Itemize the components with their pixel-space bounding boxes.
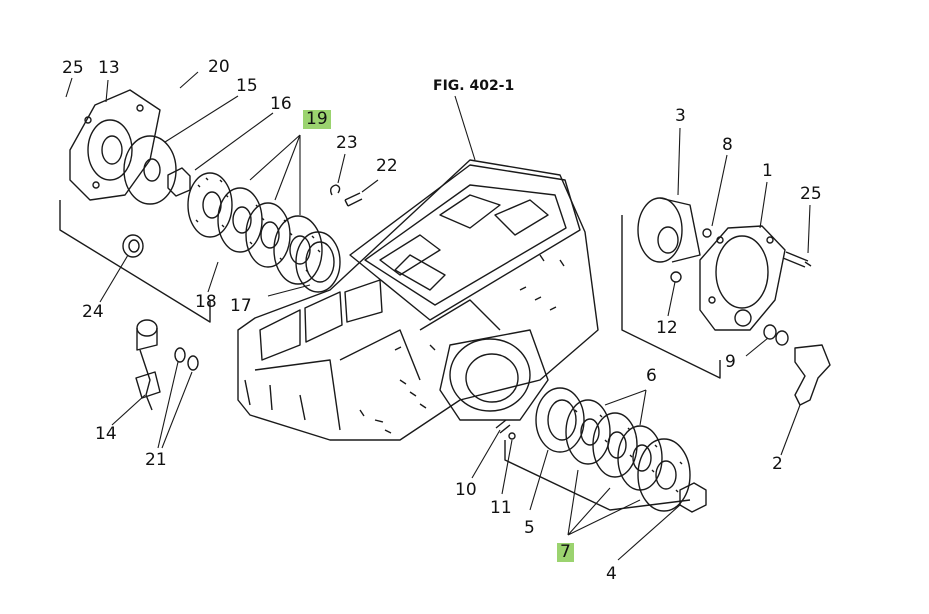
callout-8: 8 bbox=[722, 135, 733, 155]
leader-lines bbox=[65, 71, 811, 561]
callout-19: 19 bbox=[303, 110, 331, 129]
transmission-housing bbox=[237, 159, 599, 441]
callout-21: 21 bbox=[145, 450, 167, 470]
callout-23: 23 bbox=[336, 133, 358, 153]
lever-14-group bbox=[135, 319, 199, 411]
right-cover-group bbox=[621, 197, 831, 406]
callout-20: 20 bbox=[208, 57, 230, 77]
circlip-24 bbox=[122, 234, 144, 258]
left-brake-group bbox=[59, 89, 363, 323]
callout-22: 22 bbox=[376, 156, 398, 176]
callout-13: 13 bbox=[98, 58, 120, 78]
callout-14: 14 bbox=[95, 424, 117, 444]
callout-3: 3 bbox=[675, 106, 686, 126]
callout-1: 1 bbox=[762, 161, 773, 181]
callout-16: 16 bbox=[270, 94, 292, 114]
callout-6: 6 bbox=[646, 366, 657, 386]
callout-25-right: 25 bbox=[800, 184, 822, 204]
callout-18: 18 bbox=[195, 292, 217, 312]
callout-17: 17 bbox=[230, 296, 252, 316]
figure-title: FIG. 402-1 bbox=[433, 78, 515, 94]
right-brake-group bbox=[495, 387, 707, 513]
callout-10: 10 bbox=[455, 480, 477, 500]
callout-12: 12 bbox=[656, 318, 678, 338]
callout-7: 7 bbox=[557, 543, 574, 562]
callout-2: 2 bbox=[772, 454, 783, 474]
callout-5: 5 bbox=[524, 518, 535, 538]
callout-11: 11 bbox=[490, 498, 512, 518]
callout-25-left: 25 bbox=[62, 58, 84, 78]
callout-9: 9 bbox=[725, 352, 736, 372]
callout-4: 4 bbox=[606, 564, 617, 584]
callout-24: 24 bbox=[82, 302, 104, 322]
callout-15: 15 bbox=[236, 76, 258, 96]
